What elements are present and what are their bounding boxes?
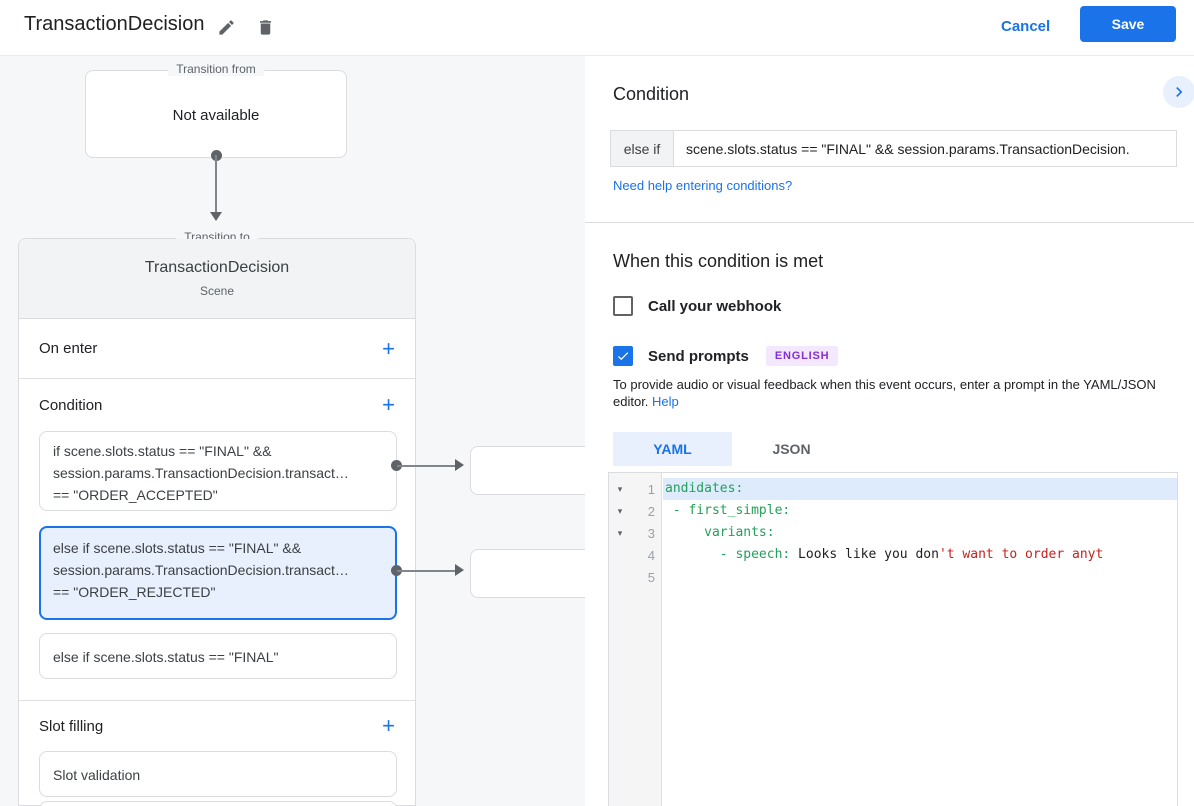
transition-from-value: Not available: [172, 107, 260, 124]
fold-arrow-icon[interactable]: ▾: [617, 505, 623, 516]
condition-card-rejected-selected[interactable]: else if scene.slots.status == "FINAL" &&…: [39, 526, 397, 620]
send-prompts-row: Send prompts ENGLISH: [613, 346, 839, 366]
call-webhook-label: Call your webhook: [648, 297, 782, 315]
on-enter-label: On enter: [39, 340, 98, 357]
code-line-2[interactable]: ▾ 2 - first_simple:: [609, 500, 1177, 522]
prompt-description-text: To provide audio or visual feedback when…: [613, 377, 1156, 409]
condition-expression-row: else if scene.slots.status == "FINAL" &&…: [610, 130, 1177, 167]
transition-target-box[interactable]: [470, 446, 585, 495]
condition-card-final[interactable]: else if scene.slots.status == "FINAL": [39, 633, 397, 679]
prompt-help-link[interactable]: Help: [652, 394, 679, 409]
line-number: 1: [647, 481, 655, 497]
when-met-heading: When this condition is met: [613, 251, 824, 271]
code-lines: ▾ 1 andidates: ▾ 2 - first_simple: ▾ 3 v…: [609, 478, 1177, 588]
collapse-panel-button[interactable]: [1163, 76, 1194, 108]
condition-label: Condition: [39, 396, 103, 414]
code-token: 't want to order anyt: [938, 547, 1104, 562]
condition-text-line: session.params.TransactionDecision.trans…: [53, 465, 349, 481]
save-button[interactable]: Save: [1080, 6, 1176, 42]
connector-line: [397, 570, 455, 572]
slot-card-label: Slot validation: [53, 767, 141, 783]
condition-text-line: else if scene.slots.status == "FINAL" &&: [53, 540, 302, 556]
partial-card[interactable]: [39, 801, 397, 806]
slot-filling-section: Slot filling +: [19, 701, 415, 751]
prompt-description: To provide audio or visual feedback when…: [613, 376, 1169, 410]
top-bar: TransactionDecision Cancel Save: [0, 0, 1194, 56]
add-slot-button[interactable]: +: [382, 713, 395, 738]
transition-target-box[interactable]: [470, 549, 585, 598]
on-enter-section: On enter +: [19, 319, 415, 379]
connector-line: [215, 155, 217, 212]
send-prompts-label: Send prompts: [648, 347, 749, 365]
arrow-down-icon: [210, 212, 222, 221]
arrow-right-icon: [455, 564, 464, 576]
connector-dot: [391, 565, 402, 576]
code-token: Looks like you don: [790, 547, 939, 562]
code-token: - first_simple:: [665, 503, 791, 518]
cancel-button[interactable]: Cancel: [1001, 18, 1051, 35]
tab-json[interactable]: JSON: [772, 441, 811, 457]
transition-from-box[interactable]: Transition from Not available: [85, 62, 347, 158]
line-number: 2: [647, 503, 655, 519]
page-title: TransactionDecision: [24, 13, 205, 35]
call-webhook-checkbox[interactable]: [613, 296, 633, 316]
chevron-right-icon: [1176, 87, 1183, 97]
code-token: andidates:: [665, 481, 744, 496]
line-number: 4: [647, 547, 655, 563]
line-number: 5: [647, 569, 655, 585]
condition-help-link[interactable]: Need help entering conditions?: [613, 178, 793, 193]
flow-canvas: Transition from Not available Transition…: [0, 56, 585, 806]
code-token: - speech:: [665, 547, 791, 562]
yaml-code-editor[interactable]: ▾ 1 andidates: ▾ 2 - first_simple: ▾ 3 v…: [608, 472, 1178, 806]
panel-condition-heading: Condition: [613, 84, 690, 104]
condition-text-line: session.params.TransactionDecision.trans…: [53, 562, 349, 578]
slot-validation-card[interactable]: Slot validation: [39, 751, 397, 797]
editor-gutter: [609, 473, 662, 806]
transition-from-legend: Transition from: [168, 62, 264, 76]
language-badge: ENGLISH: [765, 346, 839, 366]
delete-trash-icon[interactable]: [252, 14, 278, 40]
code-line-5[interactable]: 5: [609, 566, 1177, 588]
code-line-4[interactable]: 4 - speech: Looks like you don't want to…: [609, 544, 1177, 566]
arrow-right-icon: [455, 459, 464, 471]
condition-detail-panel: Condition else if scene.slots.status == …: [585, 56, 1194, 806]
scene-name: TransactionDecision: [144, 259, 290, 276]
add-condition-button[interactable]: +: [382, 392, 395, 417]
condition-prefix-label: else if: [610, 130, 674, 167]
scene-type-label: Scene: [199, 284, 235, 298]
webhook-row: Call your webhook: [613, 296, 781, 316]
tab-yaml[interactable]: YAML: [613, 432, 732, 466]
connector-dot: [391, 460, 402, 471]
code-token: variants:: [665, 525, 775, 540]
condition-text-line: else if scene.slots.status == "FINAL": [53, 649, 279, 665]
condition-expression-input[interactable]: scene.slots.status == "FINAL" && session…: [674, 130, 1177, 167]
add-on-enter-button[interactable]: +: [382, 335, 395, 361]
checkmark-icon: [617, 352, 629, 361]
line-number: 3: [647, 525, 655, 541]
send-prompts-checkbox[interactable]: [613, 346, 633, 366]
condition-section: Condition +: [19, 379, 415, 431]
scene-card: Transition to TransactionDecision Scene …: [18, 230, 416, 806]
edit-pencil-icon[interactable]: [213, 14, 239, 40]
condition-text-line: == "ORDER_ACCEPTED": [53, 487, 218, 503]
editor-tabs: YAML JSON: [613, 432, 851, 466]
condition-text-line: if scene.slots.status == "FINAL" &&: [53, 443, 272, 459]
condition-text-line: == "ORDER_REJECTED": [53, 584, 216, 600]
slot-filling-label: Slot filling: [39, 717, 104, 735]
connector-line: [397, 465, 455, 467]
condition-card-accepted[interactable]: if scene.slots.status == "FINAL" && sess…: [39, 431, 397, 511]
section-divider: [19, 700, 415, 701]
scene-header[interactable]: TransactionDecision Scene: [19, 239, 415, 319]
fold-arrow-icon[interactable]: ▾: [617, 527, 623, 538]
fold-arrow-icon[interactable]: ▾: [617, 483, 623, 494]
code-line-1[interactable]: ▾ 1 andidates:: [609, 478, 1177, 500]
panel-divider: [585, 222, 1194, 223]
code-line-3[interactable]: ▾ 3 variants:: [609, 522, 1177, 544]
